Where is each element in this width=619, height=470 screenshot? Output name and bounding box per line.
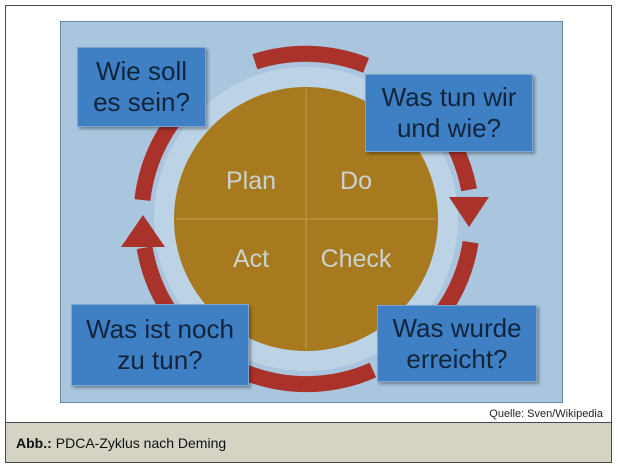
figure-frame: Plan Do Act Check Wie soll es sein? Was … bbox=[5, 5, 612, 463]
question-box-act: Was ist noch zu tun? bbox=[71, 304, 249, 386]
arrow-arc-bottom bbox=[241, 362, 377, 393]
caption-text: PDCA-Zyklus nach Deming bbox=[55, 434, 227, 451]
pdca-diagram: Plan Do Act Check Wie soll es sein? Was … bbox=[60, 21, 563, 403]
quadrant-do: Do bbox=[340, 167, 372, 195]
quadrant-act: Act bbox=[233, 245, 269, 273]
box-line: Wie soll bbox=[95, 56, 187, 86]
box-line: und wie? bbox=[396, 113, 502, 143]
box-line: Was ist noch bbox=[86, 314, 234, 344]
caption-label: Abb.: bbox=[16, 434, 52, 451]
arrow-head-right bbox=[449, 197, 489, 227]
quadrant-plan: Plan bbox=[226, 167, 276, 195]
box-line: es sein? bbox=[93, 87, 190, 117]
arrow-head-left bbox=[121, 215, 165, 247]
box-line: zu tun? bbox=[117, 345, 203, 375]
question-box-check: Was wurde erreicht? bbox=[377, 305, 537, 382]
box-line: Was wurde bbox=[392, 312, 522, 343]
source-credit: Quelle: Sven/Wikipedia bbox=[489, 408, 603, 420]
arrow-arc-top bbox=[252, 45, 370, 73]
box-line: Was tun wir bbox=[381, 82, 517, 112]
question-box-do: Was tun wir und wie? bbox=[365, 74, 533, 152]
figure-caption: Abb.: PDCA-Zyklus nach Deming bbox=[6, 422, 611, 462]
question-box-plan: Wie soll es sein? bbox=[77, 47, 206, 127]
box-line: erreicht? bbox=[406, 343, 508, 374]
quadrant-check: Check bbox=[321, 245, 392, 273]
